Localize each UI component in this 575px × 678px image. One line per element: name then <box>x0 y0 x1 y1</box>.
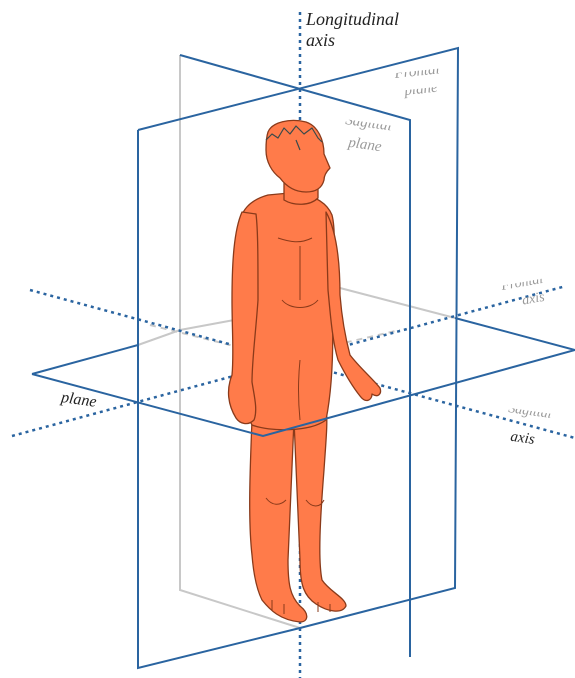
sagittal-plane-label: Sagittal plane <box>341 112 393 156</box>
left-arm <box>229 212 258 424</box>
human-figure <box>229 120 381 622</box>
longitudinal-axis-label-line1: Longitudinal <box>305 9 399 29</box>
transverse-plane-hidden-edge <box>138 318 245 345</box>
frontal-axis-label: Frontal axis <box>499 272 547 312</box>
longitudinal-axis-label-line2: axis <box>306 30 335 50</box>
svg-text:axis: axis <box>521 290 546 309</box>
svg-text:plane: plane <box>59 389 98 411</box>
svg-text:plane: plane <box>346 135 383 156</box>
head <box>266 120 330 192</box>
right-leg <box>294 410 346 611</box>
svg-text:axis: axis <box>509 429 535 448</box>
svg-text:Sagittal: Sagittal <box>507 401 552 422</box>
svg-text:Frontal: Frontal <box>393 61 441 82</box>
sagittal-axis-label: Sagittal axis <box>504 401 553 450</box>
transverse-plane-label: plane <box>59 389 98 411</box>
svg-text:plane: plane <box>403 80 439 100</box>
svg-text:Sagittal: Sagittal <box>344 112 392 134</box>
transverse-plane-hidden-edge-right <box>340 288 455 318</box>
transverse-plane <box>32 345 138 374</box>
frontal-plane-label: Frontal plane <box>393 61 443 100</box>
